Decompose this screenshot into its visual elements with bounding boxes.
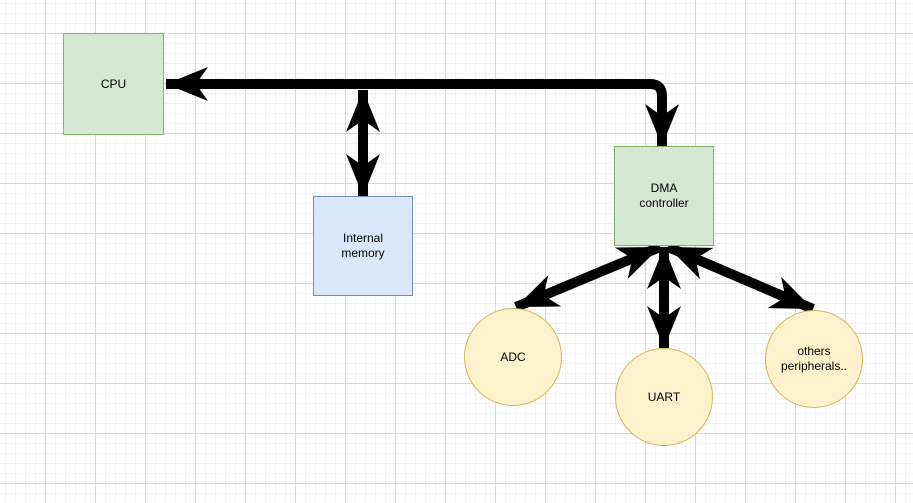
- node-cpu[interactable]: CPU: [63, 33, 164, 135]
- node-internal-memory-label: Internal memory: [341, 231, 385, 260]
- node-uart-label: UART: [647, 389, 681, 404]
- edge-dma-to-adc[interactable]: [514, 242, 662, 312]
- node-dma-controller[interactable]: DMA controller: [614, 146, 714, 246]
- edge-dma-to-cpu-bus[interactable]: [166, 67, 679, 146]
- node-uart[interactable]: UART: [615, 348, 713, 446]
- node-others-peripherals[interactable]: others peripherals..: [765, 310, 863, 408]
- node-others-peripherals-label: others peripherals..: [780, 344, 848, 373]
- node-dma-controller-label: DMA controller: [639, 181, 689, 210]
- node-adc-label: ADC: [500, 349, 526, 364]
- node-adc[interactable]: ADC: [464, 308, 562, 406]
- node-internal-memory[interactable]: Internal memory: [313, 196, 413, 296]
- node-cpu-label: CPU: [100, 76, 127, 91]
- edge-dma-to-others[interactable]: [666, 242, 815, 314]
